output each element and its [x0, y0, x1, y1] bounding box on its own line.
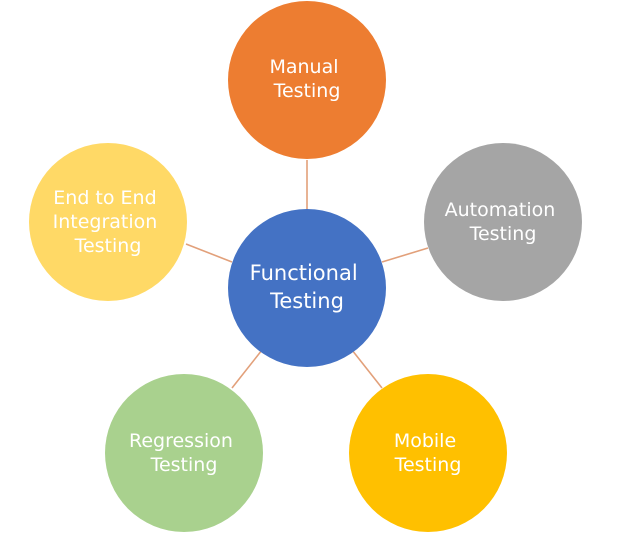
node-label-manual: Manual Testing: [269, 56, 344, 102]
connector-regression: [231, 349, 263, 389]
node-label-regression-line1: Regression: [129, 430, 233, 452]
connectors: [185, 160, 429, 389]
node-label-mobile-line1: Mobile: [394, 430, 456, 452]
node-label-automation: Automation Testing: [445, 199, 562, 245]
node-label-functional: Functional Testing: [250, 261, 365, 313]
node-regression: Regression Testing: [105, 374, 263, 532]
connector-mobile: [351, 349, 383, 389]
node-circle-regression: [105, 374, 263, 532]
node-label-automation-line2: Testing: [469, 223, 537, 245]
connector-end-to-end: [185, 243, 233, 263]
node-label-mobile-line2: Testing: [394, 454, 462, 476]
node-label-end-to-end: End to End Integration Testing: [53, 187, 164, 257]
node-label-manual-line2: Testing: [273, 80, 341, 102]
node-circle-automation: [424, 143, 582, 301]
node-manual: Manual Testing: [228, 1, 386, 159]
connector-automation: [381, 247, 429, 263]
node-label-manual-line1: Manual: [269, 56, 338, 78]
node-automation: Automation Testing: [424, 143, 582, 301]
node-label-regression-line2: Testing: [150, 454, 218, 476]
node-label-regression: Regression Testing: [129, 430, 239, 476]
node-mobile: Mobile Testing: [349, 374, 507, 532]
node-label-functional-line2: Testing: [269, 289, 344, 313]
node-functional: Functional Testing: [228, 209, 386, 367]
node-label-end-to-end-line2: Integration: [53, 211, 158, 233]
node-label-automation-line1: Automation: [445, 199, 556, 221]
node-label-end-to-end-line3: Testing: [74, 235, 142, 257]
node-circle-manual: [228, 1, 386, 159]
node-label-mobile: Mobile Testing: [394, 430, 463, 476]
node-circle-functional: [228, 209, 386, 367]
node-label-end-to-end-line1: End to End: [53, 187, 156, 209]
node-end-to-end: End to End Integration Testing: [29, 143, 187, 301]
node-circle-mobile: [349, 374, 507, 532]
node-label-functional-line1: Functional: [250, 261, 358, 285]
node-circle-end-to-end: [29, 143, 187, 301]
